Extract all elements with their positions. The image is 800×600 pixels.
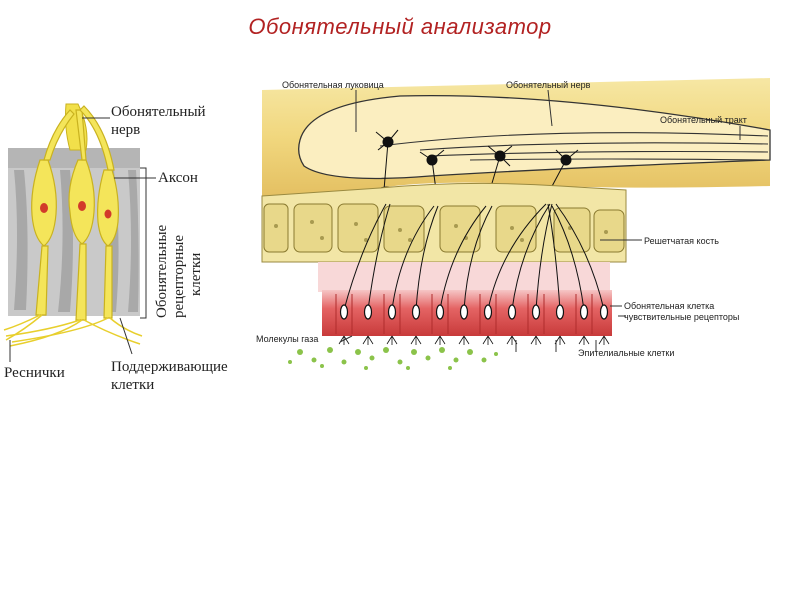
label-olfactory-cell: Обонятельная клетка (624, 301, 714, 311)
label-gas-molecules: Молекулы газа (256, 334, 318, 344)
label-supporting-line2: клетки (111, 377, 154, 393)
ethmoid-bone (261, 182, 627, 263)
epithelium-stripes (335, 294, 593, 334)
receptor-somas (339, 304, 609, 320)
label-receptor-cells: Обонятельные рецепторные клетки (154, 224, 204, 318)
label-olfactory-nerve: Обонятельный нерв (506, 80, 591, 90)
label-olfactory-tract: Обонятельный тракт (660, 115, 747, 125)
epithelium-top-band (8, 148, 140, 168)
right-diagram: Обонятельная луковица Обонятельный нерв … (256, 78, 771, 370)
right-leader-lines (339, 89, 741, 352)
page-title: Обонятельный анализатор (248, 14, 552, 39)
receptor-cells (31, 105, 119, 321)
receptor-neurons (343, 203, 605, 311)
left-leader-lines (9, 117, 156, 362)
label-cilia: Реснички (4, 365, 65, 381)
label-axon: Аксон (158, 170, 198, 186)
tract-fibers (379, 132, 769, 161)
label-olfactory-bulb: Обонятельная луковица (282, 80, 384, 90)
label-receptor-line1: Обонятельные (154, 224, 170, 318)
left-diagram: Обонятельный нерв Аксон Обонятельные рец… (3, 103, 228, 393)
mitral-cells (375, 129, 579, 191)
label-receptor-line2: рецепторные (171, 235, 187, 318)
label-supporting-line1: Поддерживающие (111, 359, 228, 375)
receptor-bracket (140, 167, 147, 319)
receptor-nuclei (40, 201, 112, 219)
cilia (3, 314, 143, 347)
gas-molecules (288, 347, 498, 370)
label-ethmoid-bone: Решетчатая кость (644, 236, 719, 246)
receptor-cilia (338, 335, 610, 345)
label-epithelial-cells: Эпителиальные клетки (578, 348, 674, 358)
lamina-propria (318, 262, 610, 292)
label-receptor-line3: клетки (188, 253, 204, 296)
label-olfactory-nerve-line2: нерв (111, 122, 140, 138)
label-olfactory-nerve-line1: Обонятельный (111, 104, 206, 120)
label-sensitive-receptors: чувствительные рецепторы (624, 312, 739, 322)
bulb-inner-lobe (298, 94, 771, 180)
